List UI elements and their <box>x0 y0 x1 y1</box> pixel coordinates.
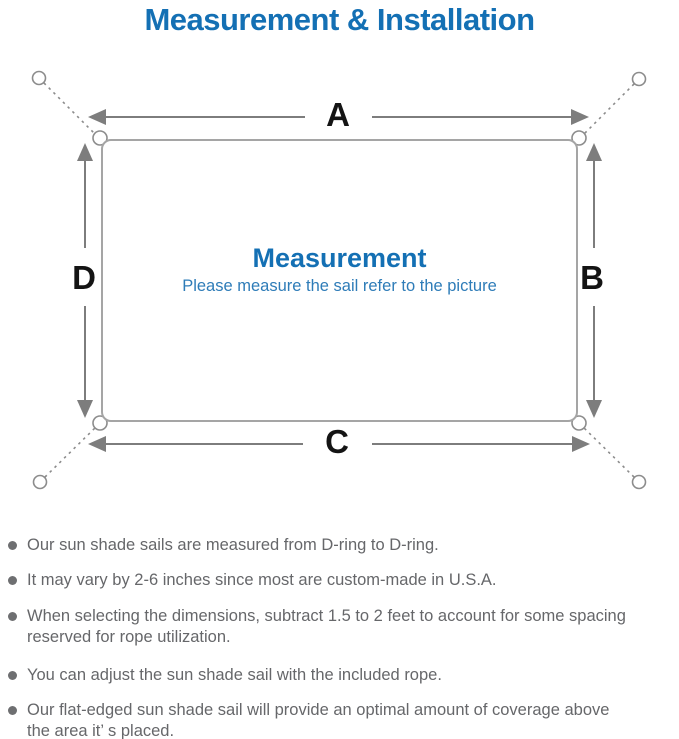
measurement-diagram: A B C D Measurement Please measure the s… <box>31 70 647 490</box>
bullet-icon <box>8 541 17 550</box>
rope-dashed-lines <box>43 82 635 478</box>
d-ring-icon <box>92 415 108 431</box>
arrowhead-left-icon <box>88 109 106 125</box>
arrowhead-left-icon <box>88 436 106 452</box>
dimension-label-b: B <box>580 259 604 296</box>
rope-line-top-right <box>581 83 635 137</box>
rope-line-top-left <box>43 82 98 137</box>
list-item: When selecting the dimensions, subtract … <box>6 606 670 648</box>
rope-line-bottom-left <box>44 425 98 478</box>
dimension-label-c: C <box>325 423 349 460</box>
dimension-arrow-lines <box>84 116 595 445</box>
rope-line-bottom-right <box>581 425 635 478</box>
note-text: You can adjust the sun shade sail with t… <box>27 666 442 684</box>
note-text: Our flat-edged sun shade sail will provi… <box>27 701 610 739</box>
page-title: Measurement & Installation <box>144 2 535 37</box>
arrowhead-right-icon <box>571 109 589 125</box>
anchor-ring-icon <box>31 70 47 86</box>
dimension-label-d: D <box>72 259 96 296</box>
sail-rectangle <box>101 139 578 422</box>
diagram-graphics <box>31 70 647 490</box>
anchor-rings <box>31 70 647 490</box>
d-ring-icon <box>92 130 108 146</box>
d-ring-icon <box>571 415 587 431</box>
d-ring-icon <box>571 130 587 146</box>
note-text: When selecting the dimensions, subtract … <box>27 607 626 646</box>
bullet-icon <box>8 706 17 715</box>
anchor-ring-icon <box>631 474 647 490</box>
notes-list: Our sun shade sails are measured from D-… <box>6 526 670 739</box>
note-text: Our sun shade sails are measured from D-… <box>27 536 439 554</box>
list-item: Our flat-edged sun shade sail will provi… <box>6 700 670 739</box>
arrowhead-up-icon <box>77 143 93 161</box>
arrowhead-right-icon <box>572 436 590 452</box>
list-item: Our sun shade sails are measured from D-… <box>6 535 670 556</box>
arrowhead-down-icon <box>586 400 602 418</box>
arrowhead-down-icon <box>77 400 93 418</box>
anchor-ring-icon <box>631 71 647 87</box>
arrowhead-up-icon <box>586 143 602 161</box>
bullet-icon <box>8 671 17 680</box>
diagram-center-subtitle: Please measure the sail refer to the pic… <box>182 277 497 295</box>
anchor-ring-icon <box>32 474 48 490</box>
corner-d-rings <box>92 130 587 431</box>
dimension-arrowheads <box>77 109 602 452</box>
bullet-icon <box>8 612 17 621</box>
dimension-label-a: A <box>326 96 350 133</box>
note-text: It may vary by 2-6 inches since most are… <box>27 571 497 589</box>
list-item: It may vary by 2-6 inches since most are… <box>6 570 670 591</box>
diagram-center-heading: Measurement <box>252 243 427 273</box>
list-item: You can adjust the sun shade sail with t… <box>6 665 670 686</box>
bullet-icon <box>8 576 17 585</box>
